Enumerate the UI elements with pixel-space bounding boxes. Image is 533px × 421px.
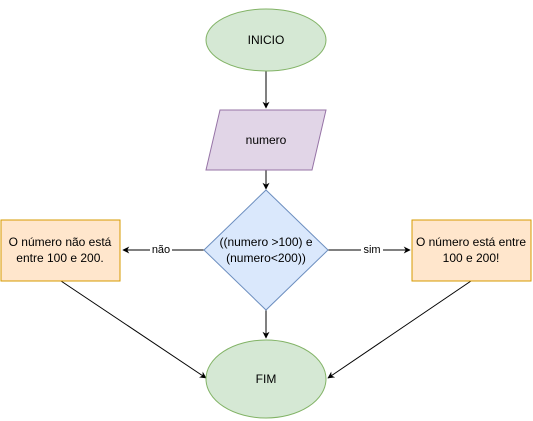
edge-label-yes: sim	[361, 243, 383, 257]
edge-label-no-text: não	[152, 244, 170, 256]
output-yes-node: O número está entre 100 e 200!	[411, 219, 532, 282]
edge-no-to-end	[60, 280, 207, 379]
output-yes-line1: O número está entre	[416, 235, 526, 249]
output-yes-line2: 100 e 200!	[443, 251, 500, 265]
input-node: numero	[205, 109, 327, 171]
decision-node: ((numero >100) e (numero<200))	[203, 189, 329, 311]
output-no-line1: O número não está	[9, 235, 112, 249]
end-node-label: FIM	[256, 372, 277, 386]
start-node-label: INICIO	[248, 33, 285, 47]
output-no-line2: entre 100 e 200.	[16, 251, 103, 265]
decision-label-line2: (numero<200))	[226, 251, 306, 265]
decision-label-line1: ((numero >100) e	[219, 235, 312, 249]
edge-yes-to-end	[327, 280, 472, 379]
start-node: INICIO	[205, 8, 327, 72]
edge-label-no: não	[150, 243, 172, 257]
end-node: FIM	[205, 339, 327, 419]
edge-label-yes-text: sim	[363, 244, 380, 256]
input-node-label: numero	[246, 133, 287, 147]
output-no-node: O número não está entre 100 e 200.	[0, 219, 121, 282]
